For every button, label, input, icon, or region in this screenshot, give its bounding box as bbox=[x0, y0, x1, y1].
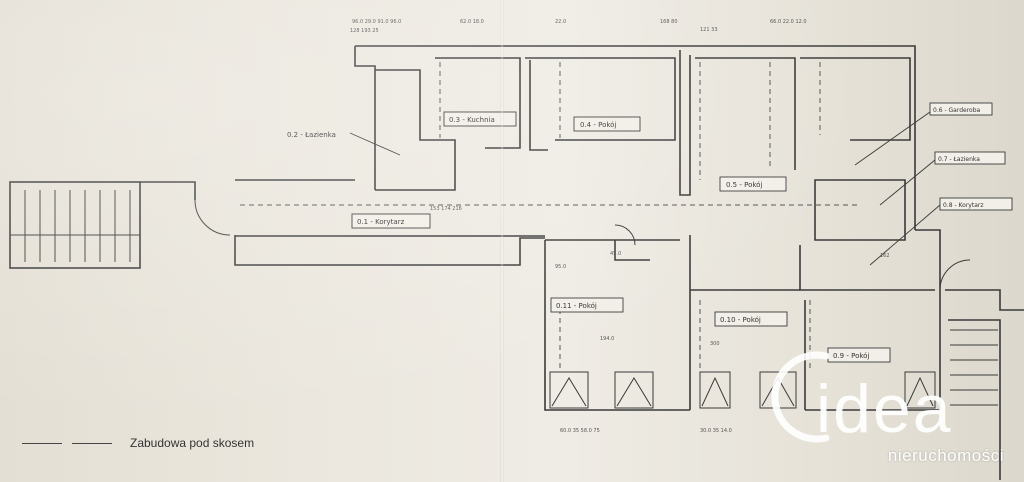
watermark-brand: idea bbox=[816, 371, 953, 446]
svg-text:300: 300 bbox=[710, 341, 720, 347]
legend: Zabudowa pod skosem bbox=[22, 436, 254, 450]
room-label-room-0-10: 0.10 - Pokój bbox=[720, 316, 761, 324]
svg-text:162: 162 bbox=[880, 253, 890, 259]
svg-text:194.0: 194.0 bbox=[600, 336, 614, 342]
svg-text:168 80: 168 80 bbox=[660, 19, 678, 25]
legend-dash-1 bbox=[22, 442, 62, 444]
legend-text: Zabudowa pod skosem bbox=[130, 436, 255, 450]
room-label-room-0-11: 0.11 - Pokój bbox=[556, 302, 597, 310]
svg-text:45.0: 45.0 bbox=[610, 251, 621, 257]
svg-text:128 193 25: 128 193 25 bbox=[350, 28, 379, 34]
room-label-kitchen-0-3: 0.3 - Kuchnia bbox=[449, 116, 495, 124]
svg-text:153 174 216: 153 174 216 bbox=[430, 206, 462, 212]
svg-text:22.0: 22.0 bbox=[555, 19, 566, 25]
room-label-room-0-4: 0.4 - Pokój bbox=[580, 121, 616, 129]
svg-text:121 33: 121 33 bbox=[700, 27, 718, 33]
room-label-wardrobe-0-6: 0.6 - Garderoba bbox=[933, 107, 981, 114]
room-label-bathroom-0-7: 0.7 - Łazienka bbox=[938, 156, 980, 163]
room-label-bathroom-0-2: 0.2 - Łazienka bbox=[287, 131, 336, 139]
room-label-room-0-9: 0.9 - Pokój bbox=[833, 352, 869, 360]
watermark-subtitle: nieruchomości bbox=[887, 446, 1004, 465]
watermark-logo-graphic: idea bbox=[771, 351, 953, 446]
svg-text:66.0 22.0 12.0: 66.0 22.0 12.0 bbox=[770, 19, 807, 25]
room-label-room-0-5: 0.5 - Pokój bbox=[726, 181, 762, 189]
svg-text:96.0 29.0 91.0 96.0: 96.0 29.0 91.0 96.0 bbox=[352, 19, 401, 25]
svg-text:62.0 18.0: 62.0 18.0 bbox=[460, 19, 484, 25]
svg-text:60.0 35 58.0 75: 60.0 35 58.0 75 bbox=[560, 428, 600, 434]
svg-text:95.0: 95.0 bbox=[555, 264, 566, 270]
room-label-corridor-0-1: 0.1 - Korytarz bbox=[357, 218, 405, 226]
legend-dash-2 bbox=[72, 442, 112, 444]
svg-text:30.0 35 14.0: 30.0 35 14.0 bbox=[700, 428, 732, 434]
paper-fold bbox=[500, 0, 504, 482]
watermark-logo: idea nieruchomości bbox=[766, 336, 1006, 468]
room-label-corridor-0-8: 0.8 - Korytarz bbox=[943, 202, 984, 209]
